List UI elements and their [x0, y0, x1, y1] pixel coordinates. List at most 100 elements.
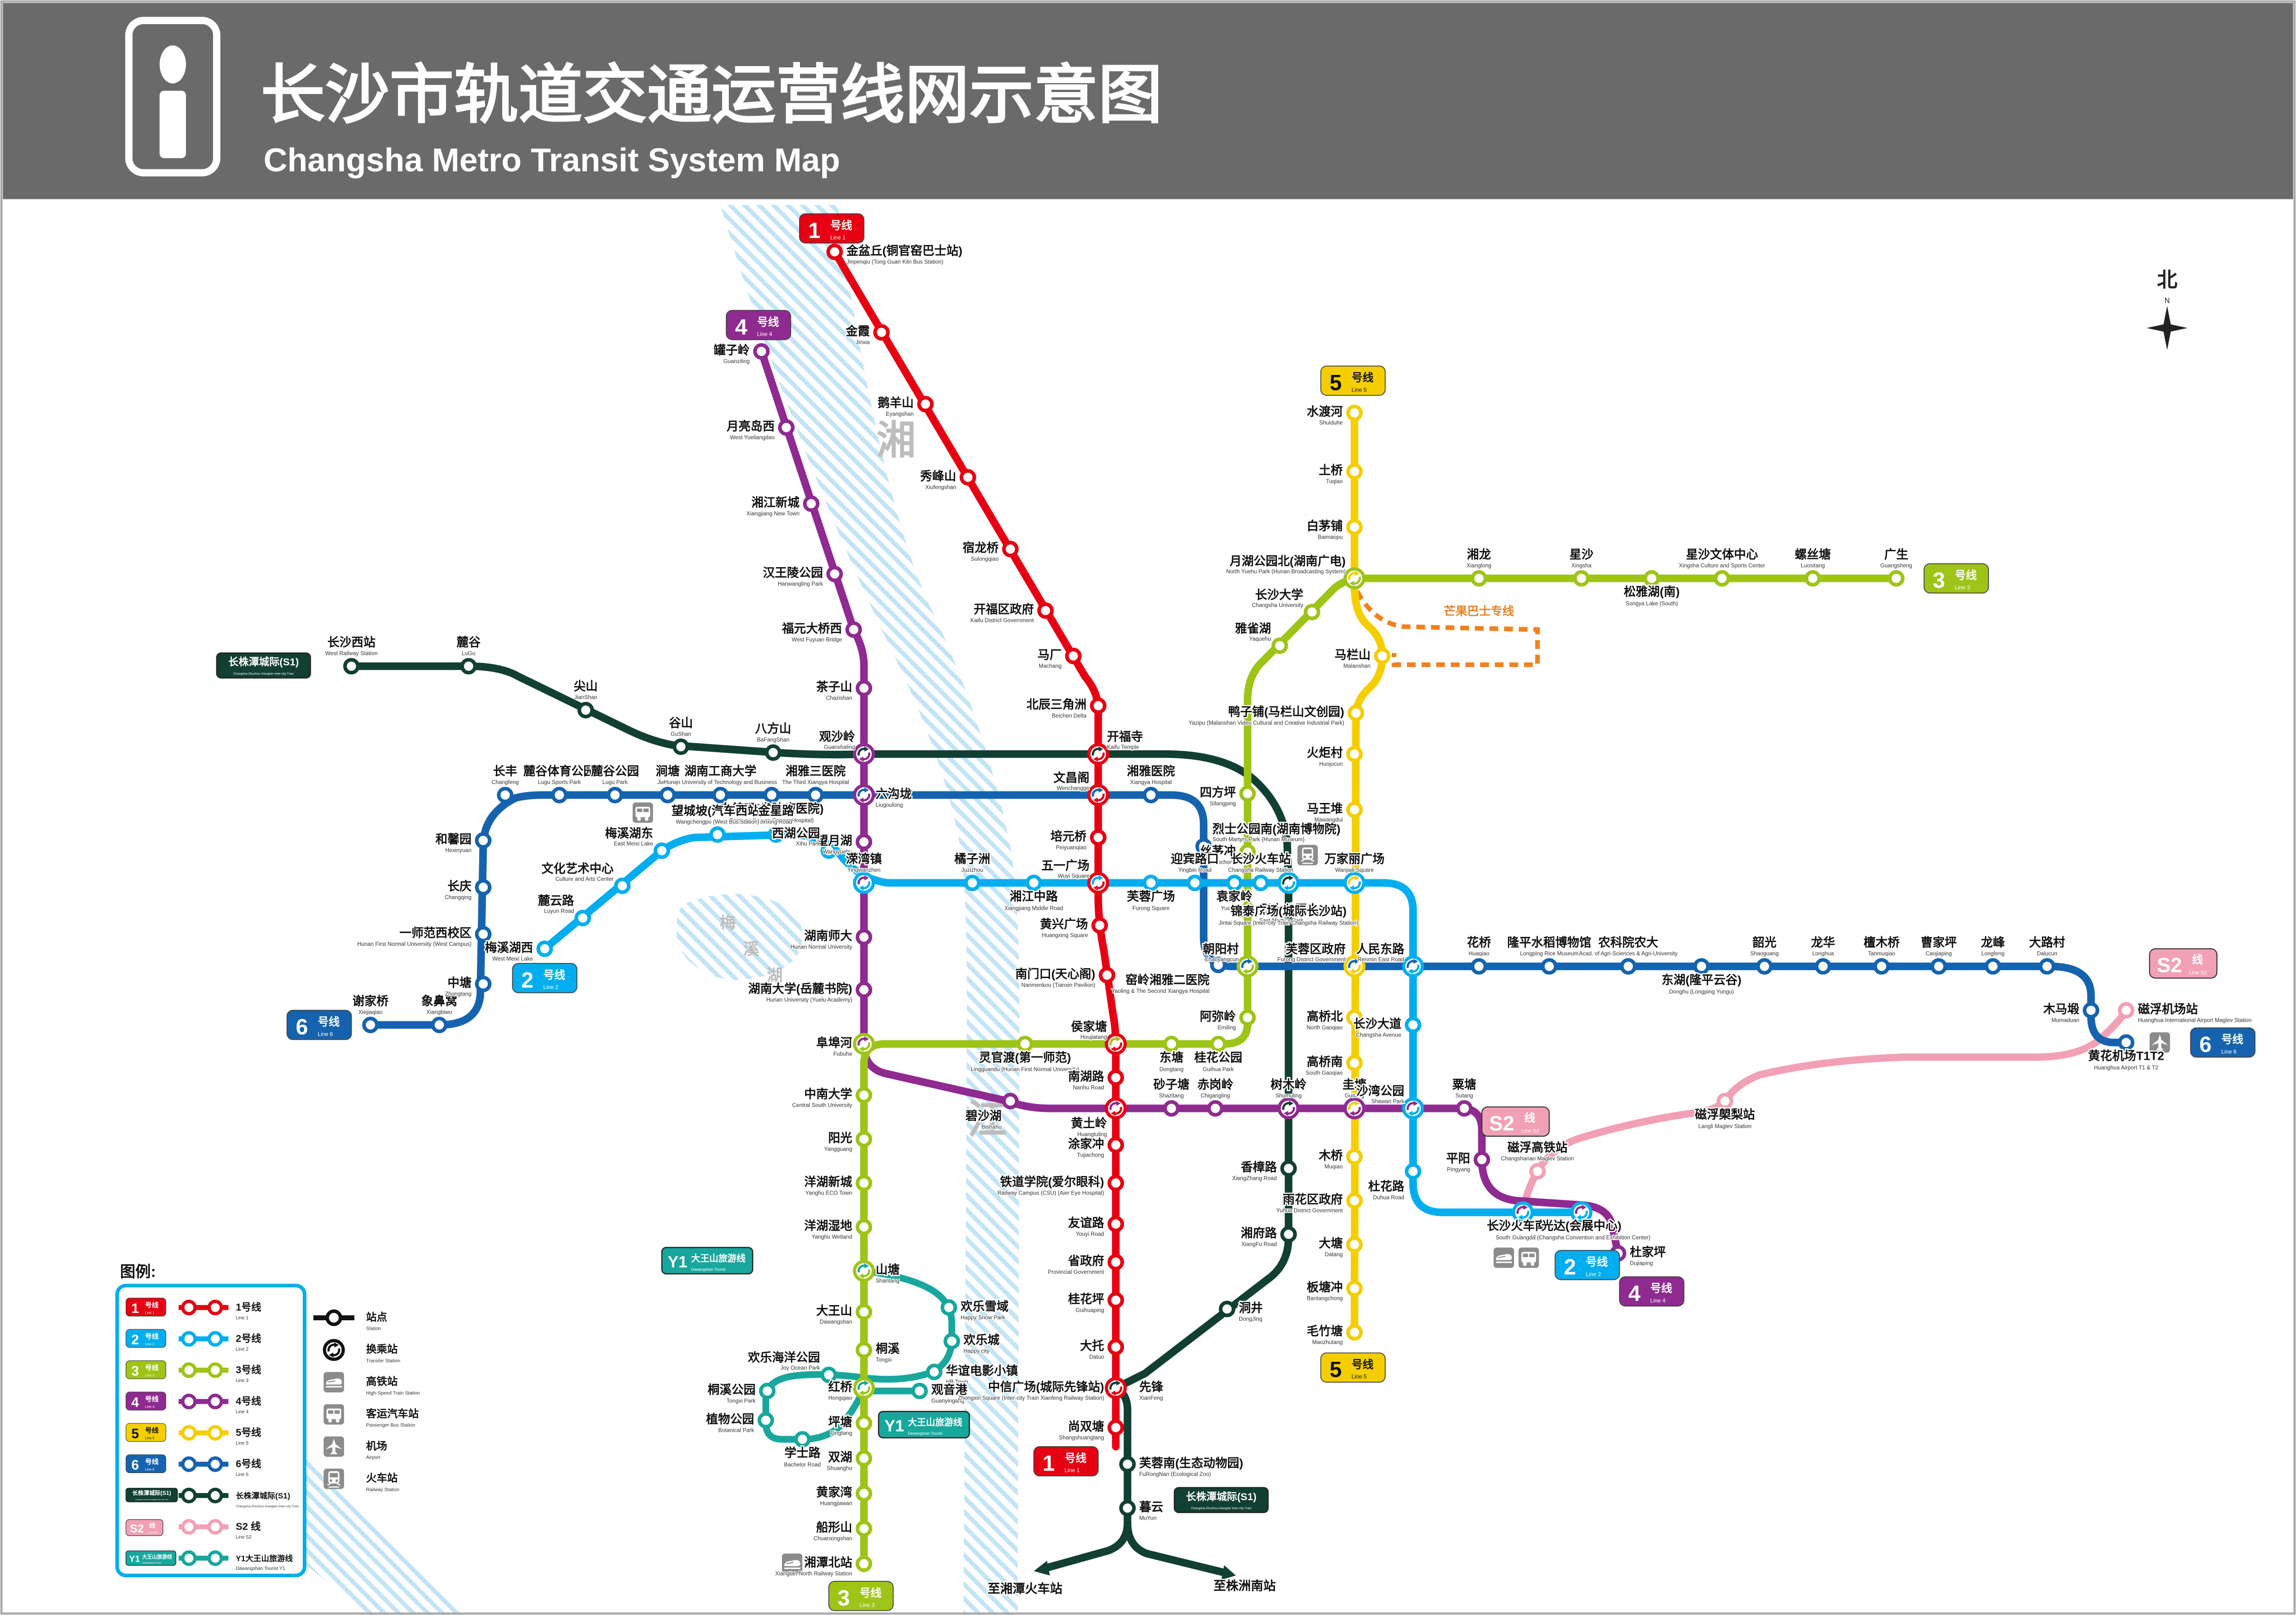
- station-label-en-longhua: Longhua: [1812, 951, 1834, 957]
- legend-sample-station: [207, 1550, 223, 1566]
- legend-sample-station: [181, 1550, 197, 1566]
- station-label-zh-tujiachong: 涂家冲: [1068, 1137, 1104, 1151]
- legend-line-label-zh: 6号线: [236, 1458, 261, 1469]
- station-label-en-botanical-park: Botanical Park: [718, 1427, 754, 1433]
- svg-text:Line 1: Line 1: [830, 234, 846, 241]
- svg-text:Line 1: Line 1: [145, 1311, 155, 1315]
- station-luositang: [1804, 570, 1822, 587]
- station-maozhutang: [1346, 1324, 1363, 1341]
- station-label-en-tongxi-park: Tongxi Park: [726, 1398, 755, 1404]
- station-pingtang: [855, 1415, 873, 1432]
- station-label-en-jintai-square-inter-city-train-changsha-railway-station: Jintai Square (Inter-city Train Changsha…: [1219, 920, 1359, 926]
- legend-symbol-label-zh: 机场: [366, 1440, 387, 1452]
- station-acad-of-agri-sciences-agri-university: [1620, 958, 1637, 975]
- station-furong-district-government: [1343, 955, 1366, 978]
- station-lingguandu-hunan-first-normal-university: [1016, 1036, 1033, 1053]
- station-label-zh-south-gaoqiao: 高桥南: [1307, 1055, 1343, 1069]
- station-muqiao: [1346, 1148, 1363, 1165]
- station-hongqiao: [853, 1377, 875, 1399]
- line-badge-S1: 长株潭城际(S1)Changsha-Zhuzhou-Xiangtan Inter…: [216, 652, 311, 679]
- station-label-zh-changsha-railway-station: 长沙火车站: [1231, 852, 1291, 866]
- station-label-en-yuanjialing: Yuanjialing: [1221, 905, 1248, 911]
- station-label-zh-zhongxin-square-inter-city-train-xianfeng-railway-station: 中信广场(城际先锋站): [988, 1380, 1104, 1394]
- station-label-zh-bafangshan: 八方山: [755, 722, 791, 736]
- station-label-en-furong-district-government: Furong District Government: [1277, 956, 1346, 962]
- station-label-en-central-south-university: Central South University: [792, 1102, 853, 1108]
- legend-entry-line-S1: 长株潭城际(S1)Changsha-Zhuzhou-Xiangtan Inter…: [125, 1487, 299, 1508]
- legend-line-label-zh: S2 线: [236, 1521, 260, 1532]
- station-label-zh-wanjiali-square: 万家丽广场: [1324, 852, 1385, 866]
- station-huanghua-international-airport-maglev-station: [2118, 1002, 2135, 1019]
- station-duhua-road: [1404, 1163, 1422, 1180]
- station-label-zh-west-meixi-lake: 梅溪湖西: [485, 941, 533, 954]
- svg-text:Line 6: Line 6: [145, 1467, 155, 1472]
- legend-sample-station: [207, 1393, 223, 1410]
- svg-text:S2: S2: [2157, 954, 2182, 977]
- svg-text:4: 4: [131, 1395, 139, 1410]
- station-label-en-jinxia: Jinxia: [855, 339, 870, 345]
- station-guangsheng: [1888, 570, 1905, 587]
- station-hunan-university-yuelu-academy: [855, 981, 873, 999]
- legend-symbol-label-en: Railway Station: [366, 1487, 400, 1493]
- station-east-martyrs-park: [1239, 902, 1256, 919]
- station-label-zh-zhongtang: 中塘: [447, 976, 472, 990]
- station-furongnan-ecological-zoo: [1119, 1456, 1136, 1473]
- station-label-zh-joy-ocean-park: 欢乐海洋公园: [747, 1351, 820, 1364]
- station-label-zh-kaifu-temple: 开福寺: [1107, 730, 1143, 744]
- station-label-en-hongqiao: Hongqiao: [828, 1395, 853, 1401]
- station-label-zh-dawangshan: 大王山: [816, 1305, 852, 1318]
- svg-text:号线: 号线: [1586, 1256, 1608, 1268]
- svg-text:S2: S2: [130, 1522, 144, 1535]
- line-badge-S1: 长株潭城际(S1)Changsha-Zhuzhou-Xiangtan Inter…: [1173, 1487, 1269, 1513]
- station-hunan-university-of-technology-and-business: [712, 786, 729, 803]
- station-label-zh-hongqiao: 红桥: [828, 1380, 852, 1394]
- station-label-zh-xingsha: 星沙: [1570, 548, 1594, 561]
- station-xingsha-culture-and-sports-center: [1713, 570, 1730, 587]
- station-label-en-chazishan: Chazishan: [826, 695, 852, 701]
- station-label-en-longping-rice-museum: Longping Rice Museum: [1520, 951, 1579, 957]
- station-label-zh-hb-town: 华谊电影小镇: [946, 1364, 1018, 1378]
- station-xiufengshan: [959, 469, 976, 486]
- station-north-yuehu-park-hunan-broadcasting-system: [1343, 567, 1366, 589]
- station-longhua: [1814, 958, 1831, 975]
- station-label-en-jinpenqiu-tong-guan-kiln-bus-station: Jinpenqiu (Tong Guan Kiln Bus Station): [846, 259, 944, 265]
- station-label-zh-furongnan-ecological-zoo: 芙蓉南(生态动物园): [1139, 1456, 1243, 1470]
- svg-text:号线: 号线: [757, 316, 779, 328]
- station-label-en-kaifu-temple: Kaifu Temple: [1107, 744, 1139, 750]
- legend-line-label-en: Line 4: [236, 1410, 249, 1415]
- station-label-zh-guihuaping: 桂花坪: [1068, 1293, 1104, 1306]
- svg-text:Changsha-Zhuzhou-Xiangtan Inte: Changsha-Zhuzhou-Xiangtan Inter-city Tra…: [135, 1499, 168, 1501]
- station-label-en-gushan: GuShan: [671, 731, 691, 737]
- legend-sample-station: [181, 1456, 197, 1472]
- station-label-en-xiejiaqiao: Xiejiaqiao: [358, 1009, 382, 1016]
- station-label-en-huaqiao: Huaqiao: [1469, 951, 1489, 957]
- station-label-zh-tongxi-park: 桐溪公园: [707, 1383, 755, 1397]
- station-nanmenkou-tianxin-pavilion: [1098, 967, 1115, 984]
- station-label-zh-houjiatang: 侯家塘: [1071, 1020, 1107, 1034]
- station-label-en-xianfeng: XianFeng: [1139, 1395, 1163, 1401]
- station-lugu: [460, 658, 477, 675]
- svg-text:号线: 号线: [2222, 1033, 2243, 1046]
- legend-line-label-zh: 4号线: [236, 1395, 261, 1407]
- legend-sample-station: [181, 1393, 197, 1410]
- station-wangchengpo-west-bus-station: [709, 826, 726, 843]
- legend-sample-station: [207, 1331, 223, 1347]
- svg-text:号线: 号线: [860, 1587, 882, 1599]
- station-label-en-sutang: Sutang: [1456, 1092, 1473, 1099]
- station-shuanghu: [855, 1450, 873, 1467]
- station-label-en-nanhu-road: Nanhu Road: [1073, 1084, 1104, 1091]
- station-xiangtan-north-railway-station: [855, 1555, 873, 1572]
- station-lugu-sports-park: [551, 786, 568, 803]
- station-label-en-baimaopu: Baimaopu: [1318, 534, 1343, 540]
- station-label-en-juzizhou: Juzizhou: [961, 867, 983, 873]
- station-label-zh-provincial-government: 省政府: [1068, 1254, 1104, 1268]
- svg-text:3: 3: [1933, 568, 1945, 593]
- station-label-en-the-third-xiangya-hospital: The Third Xiangya Hospital: [782, 779, 849, 785]
- station-label-en-kaifu-district-government: Kaifu District Government: [970, 617, 1034, 624]
- station-label-zh-happy-snow-park: 欢乐雪域: [960, 1299, 1008, 1313]
